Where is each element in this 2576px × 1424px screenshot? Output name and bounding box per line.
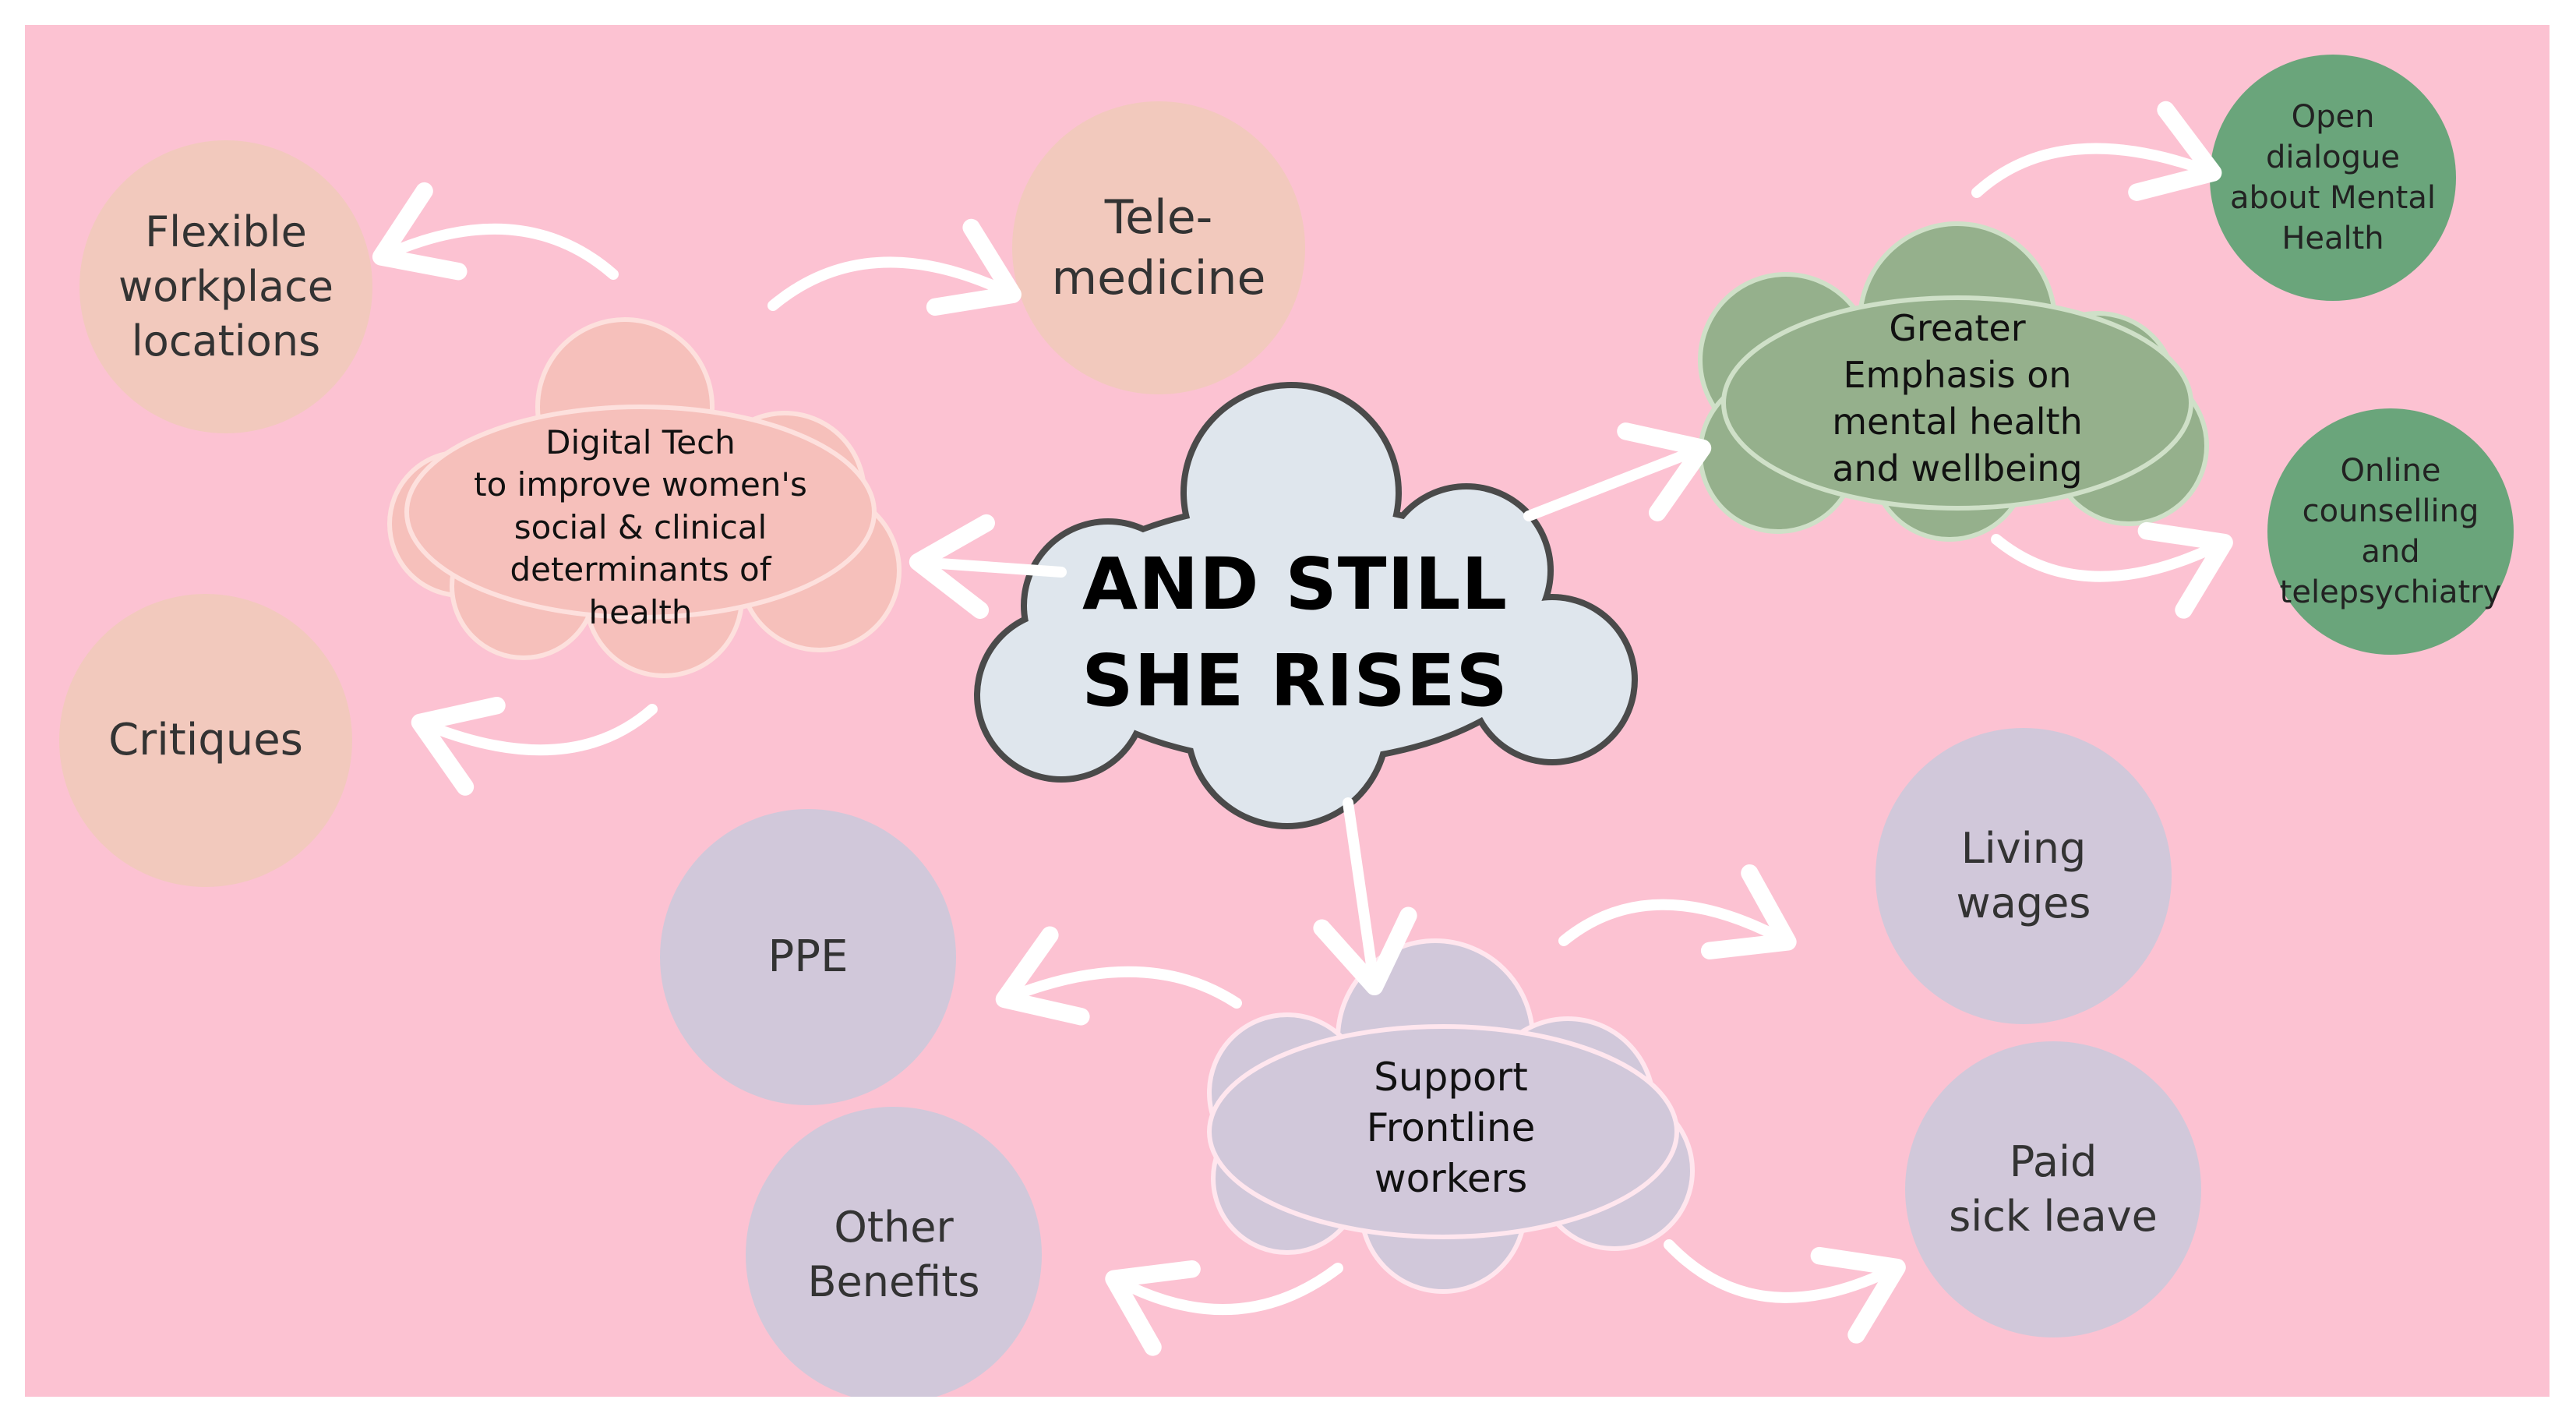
arrow-to-other-benefits: [1105, 1260, 1343, 1356]
other-benefits-label: Other Benefits: [807, 1202, 980, 1306]
digital-tech-label: Digital Tech to improve women's social &…: [474, 422, 807, 631]
online-counselling-label: Online counselling and telepsychiatry: [2279, 453, 2502, 610]
living-wages-label: Living wages: [1956, 823, 2091, 928]
node-ppe-circle: [660, 809, 956, 1105]
node-living-wages-circle: [1876, 728, 2172, 1024]
arrow-to-ppe: [995, 926, 1242, 1026]
flexible-label: Flexible workplace locations: [118, 207, 333, 366]
arrow-to-open-dialogue: [1971, 101, 2222, 201]
paid-sick-leave-label: Paid sick leave: [1949, 1136, 2158, 1241]
node-critiques-circle: [59, 594, 352, 887]
open-dialogue-label: Open dialogue about Mental Health: [2230, 99, 2436, 256]
cloud-mental-health: [1698, 221, 2209, 542]
node-flexible-circle: [79, 140, 372, 433]
node-telemedicine-circle: [1012, 101, 1305, 394]
arrow-center-to-frontline: [1313, 797, 1417, 996]
critiques-label: Critiques: [108, 714, 303, 765]
node-online-counselling-circle: [2267, 408, 2514, 655]
frontline-label: Support Frontline workers: [1366, 1054, 1536, 1201]
mind-map-board: AND STILL SHE RISES Digital Tech to impr…: [25, 25, 2550, 1397]
node-other-benefits-circle: [746, 1107, 1042, 1397]
mental-health-label: Greater Emphasis on mental health and we…: [1832, 307, 2083, 489]
center-title: AND STILL SHE RISES: [1082, 542, 1509, 723]
telemedicine-label: Tele- medicine: [1051, 190, 1266, 306]
arrow-to-telemedicine: [768, 218, 1022, 316]
arrow-center-to-digital: [909, 514, 1067, 619]
ppe-label: PPE: [768, 931, 849, 982]
node-paid-sick-leave-circle: [1905, 1041, 2201, 1337]
cloud-digital-tech: [387, 317, 902, 678]
node-open-dialogue-circle: [2210, 55, 2456, 301]
arrow-center-to-mental: [1523, 422, 1712, 521]
arrow-to-living-wages: [1558, 864, 1797, 959]
arrow-to-online-counselling: [1991, 521, 2233, 619]
arrow-to-critiques: [411, 696, 658, 796]
cloud-center: [974, 382, 1638, 829]
arrow-to-flexible: [372, 182, 619, 281]
mind-map-canvas: [59, 55, 2514, 1397]
arrow-to-paid-sick-leave: [1664, 1239, 1906, 1344]
arrows: [372, 101, 2233, 1356]
